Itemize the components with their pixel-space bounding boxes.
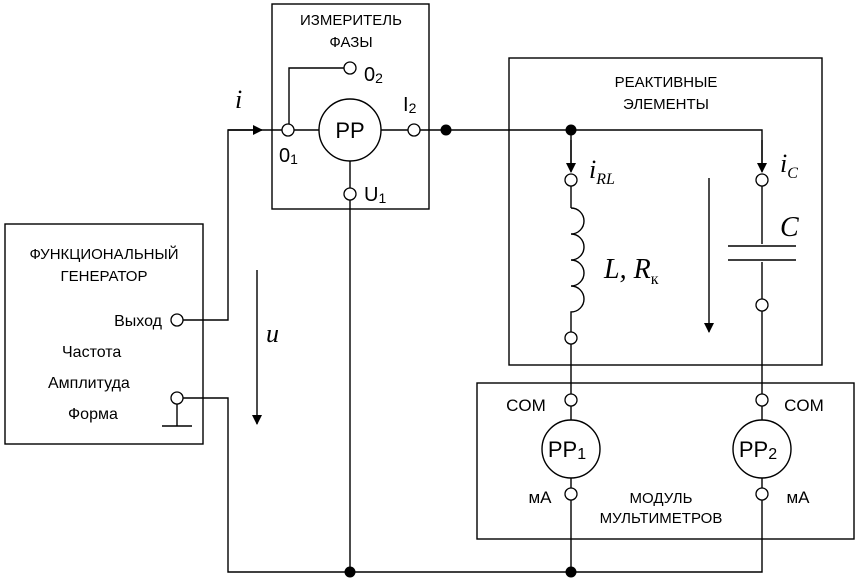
phase-meter-title-line1: ИЗМЕРИТЕЛЬ <box>300 12 402 29</box>
rl-bottom-terminal[interactable] <box>564 331 578 345</box>
junction-node-i2 <box>440 124 452 136</box>
meter1-ma-terminal[interactable] <box>564 487 578 501</box>
generator-ground-terminal[interactable] <box>170 391 184 405</box>
inductor-label: L, Rк <box>603 254 659 288</box>
current-i-label: i <box>235 85 242 114</box>
wire-ma2-ground <box>571 500 763 573</box>
meter2-ma-terminal[interactable] <box>755 487 769 501</box>
meter1-com-terminal[interactable] <box>564 393 578 407</box>
capacitor-label: C <box>780 212 799 243</box>
rl-top-terminal[interactable] <box>564 173 578 187</box>
junction-node-branch <box>565 124 577 136</box>
generator-output-terminal[interactable] <box>170 313 184 327</box>
c-top-terminal[interactable] <box>755 173 769 187</box>
current-irl-label: iRL <box>589 155 615 188</box>
current-ic-label: iC <box>780 149 798 182</box>
wire-ground-return <box>183 397 571 573</box>
phase-meter-title-line2: ФАЗЫ <box>329 34 372 51</box>
phase-meter-i2-label: I2 <box>403 94 417 116</box>
reactive-title-line1: РЕАКТИВНЫЕ <box>615 74 718 91</box>
inductor-coil <box>570 207 585 316</box>
phase-meter-i2-terminal[interactable] <box>407 123 421 137</box>
meter1-circle <box>541 419 601 479</box>
reactive-title-line2: ЭЛЕМЕНТЫ <box>623 96 709 113</box>
meter2-com-label: COM <box>784 396 824 415</box>
function-generator-box <box>4 223 204 445</box>
meter1-ma-label: мА <box>528 488 552 507</box>
multimeter-module-box <box>476 382 855 540</box>
wire-o1-o2-jumper <box>288 67 344 124</box>
phase-meter-o1-terminal[interactable] <box>281 123 295 137</box>
meter2-ma-label: мА <box>786 488 810 507</box>
phase-meter-pp-circle <box>318 98 382 162</box>
phase-meter-pp-label: PP <box>335 118 364 143</box>
meter2-label: PP2 <box>739 437 777 463</box>
phase-meter-u1-terminal[interactable] <box>343 187 357 201</box>
meter1-label: PP1 <box>548 437 586 463</box>
wire-generator-output <box>183 129 282 321</box>
phase-meter-o2-label: 02 <box>364 64 383 86</box>
phase-meter-o2-terminal[interactable] <box>343 61 357 75</box>
generator-frequency-label: Частота <box>62 344 121 361</box>
reactive-elements-box <box>508 57 823 366</box>
c-bottom-terminal[interactable] <box>755 298 769 312</box>
generator-title-line1: ФУНКЦИОНАЛЬНЫЙ <box>29 245 178 263</box>
generator-waveform-label: Форма <box>68 406 118 423</box>
junction-node-ground-left <box>344 566 356 578</box>
phase-meter-o1-label: 01 <box>279 145 298 167</box>
meter1-com-label: COM <box>506 396 546 415</box>
generator-title-line2: ГЕНЕРАТОР <box>61 268 148 285</box>
meter2-com-terminal[interactable] <box>755 393 769 407</box>
generator-output-label: Выход <box>114 313 163 330</box>
generator-amplitude-label: Амплитуда <box>48 375 130 392</box>
multimeter-title-line1: МОДУЛЬ <box>630 490 693 507</box>
phase-meter-u1-label: U1 <box>364 184 386 206</box>
voltage-u-label: u <box>266 319 279 348</box>
meter2-circle <box>732 419 792 479</box>
junction-node-ground-right <box>565 566 577 578</box>
multimeter-title-line2: МУЛЬТИМЕТРОВ <box>600 510 723 527</box>
